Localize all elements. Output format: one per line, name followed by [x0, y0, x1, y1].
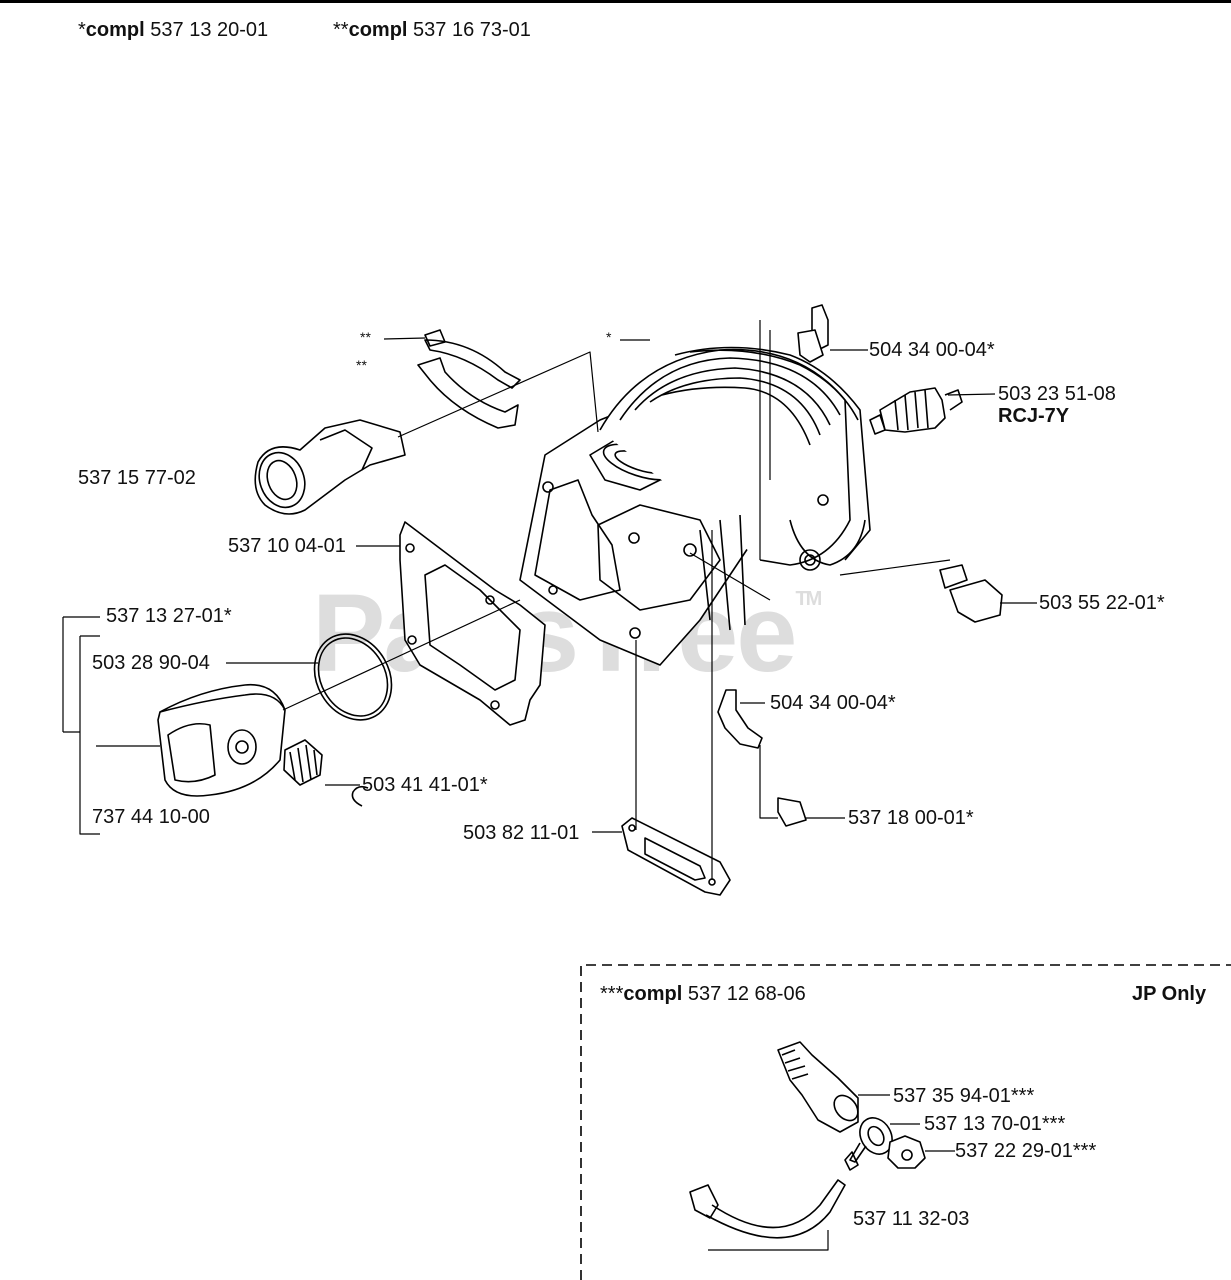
exhaust-gasket-part — [621, 817, 731, 896]
inset-number[interactable]: 537 12 68-06 — [687, 983, 806, 1005]
callout-537-18-00-01[interactable]: 537 18 00-01* — [848, 807, 974, 829]
kit1-word: compl — [85, 19, 145, 41]
callout-503-28-90-04[interactable]: 503 28 90-04 — [92, 652, 210, 674]
kit2-number[interactable]: 537 16 73-01 — [413, 19, 531, 41]
kit2-word: compl — [348, 19, 408, 41]
intake-boot-part — [254, 419, 406, 515]
kit1-number[interactable]: 537 13 20-01 — [150, 19, 269, 41]
kit1-stars: * — [78, 19, 86, 41]
inset-word: compl — [623, 983, 683, 1005]
callout-537-15-77-02[interactable]: 537 15 77-02 — [78, 467, 196, 489]
clamps — [417, 329, 521, 429]
elbow-fitting-part — [717, 689, 763, 749]
circlip-part — [351, 785, 369, 807]
needle-bearing-part — [283, 739, 323, 786]
decomp-plug-part — [939, 564, 1003, 623]
callout-503-82-11-01[interactable]: 503 82 11-01 — [463, 822, 580, 844]
callout-537-13-27-01[interactable]: 537 13 27-01* — [106, 605, 232, 627]
cylinder-gasket-part — [399, 521, 546, 726]
callout-503-41-41-01[interactable]: 503 41 41-01* — [362, 774, 488, 796]
inset-nipple-part — [777, 1041, 859, 1133]
callout-737-44-10-00[interactable]: 737 44 10-00 — [92, 806, 210, 828]
cooling-fins — [599, 346, 871, 631]
cylinder-star: * — [606, 329, 612, 345]
inset-nut-part — [887, 1135, 926, 1169]
kit2-stars: ** — [333, 19, 349, 41]
callout-503-55-22-01[interactable]: 503 55 22-01* — [1039, 592, 1165, 614]
piston-ring-part — [313, 633, 393, 721]
top-border — [0, 0, 1231, 3]
kit2-header: **compl 537 16 73-01 — [333, 19, 531, 42]
callout-504-34-00-04-top[interactable]: 504 34 00-04* — [869, 339, 995, 361]
inset-stars: *** — [600, 983, 624, 1005]
clamp-upper-stars: ** — [360, 329, 371, 345]
watermark-tm: TM — [795, 588, 822, 610]
callout-537-10-04-01[interactable]: 537 10 04-01 — [228, 535, 346, 557]
inset-hose-part — [689, 1151, 859, 1239]
spark-plug-part — [869, 387, 963, 435]
inset-region: JP Only — [1132, 983, 1207, 1005]
callout-537-13-70-01[interactable]: 537 13 70-01*** — [924, 1113, 1066, 1135]
callout-537-22-29-01[interactable]: 537 22 29-01*** — [955, 1140, 1097, 1162]
inset-washer-part — [849, 1117, 893, 1163]
inset-header: ***compl 537 12 68-06 — [600, 983, 806, 1005]
callout-503-23-51-08[interactable]: 503 23 51-08 — [998, 383, 1116, 405]
callout-537-35-94-01[interactable]: 537 35 94-01*** — [893, 1085, 1035, 1107]
callout-rcj-7y: RCJ-7Y — [998, 405, 1070, 427]
top-fitting-part — [797, 304, 829, 363]
hose-plug-part — [777, 797, 807, 827]
callout-537-11-32-03[interactable]: 537 11 32-03 — [853, 1208, 970, 1230]
callout-504-34-00-04-elbow[interactable]: 504 34 00-04* — [770, 692, 896, 714]
clamp-lower-stars: ** — [356, 357, 367, 373]
piston-part — [157, 683, 286, 797]
kit1-header: *compl 537 13 20-01 — [78, 19, 268, 42]
inset-frame — [580, 964, 1231, 1280]
